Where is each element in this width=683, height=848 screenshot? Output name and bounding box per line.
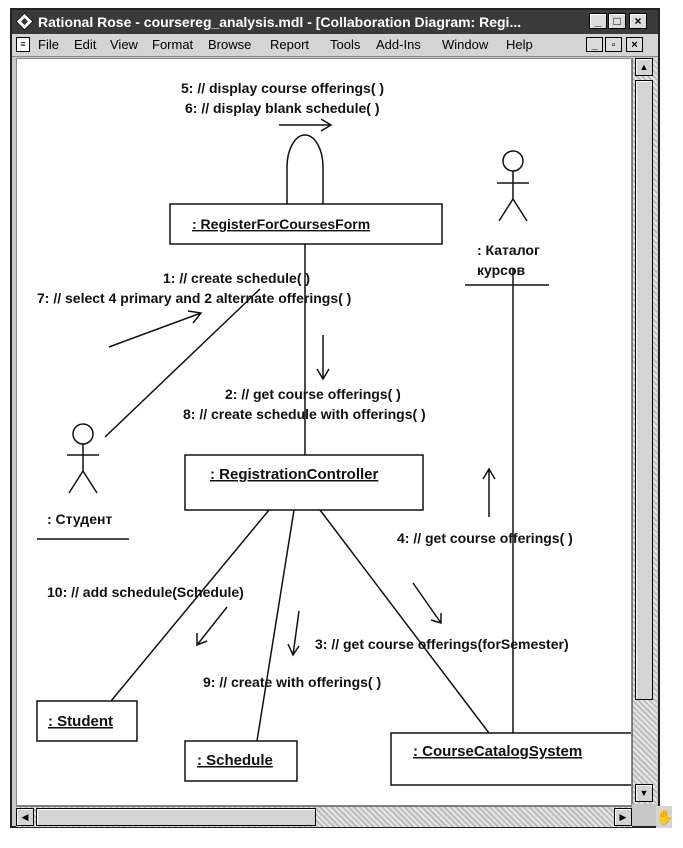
menu-report[interactable]: Report [270, 37, 310, 52]
schedule-box[interactable] [184, 740, 298, 782]
course-catalog-system-box[interactable] [390, 732, 631, 786]
diagram-canvas[interactable]: : RegisterForCoursesForm : RegistrationC… [16, 58, 632, 806]
document-icon[interactable]: ≡ [16, 37, 30, 52]
close-button[interactable]: × [629, 13, 647, 29]
message-5: 5: // display course offerings( ) [181, 80, 384, 96]
arrow-down-left-icon [196, 606, 228, 647]
menu-bar: ≡ File Edit View Format Browse Report To… [12, 34, 658, 57]
message-3: 3: // get course offerings(forSemester) [315, 636, 569, 652]
arrow-down-icon [287, 610, 300, 657]
catalog-actor-label: : Каталог [477, 242, 540, 258]
student-box[interactable] [36, 700, 138, 742]
message-7: 7: // select 4 primary and 2 alternate o… [37, 290, 351, 306]
registration-controller-label: : RegistrationController [210, 466, 379, 483]
vertical-scrollbar[interactable]: ▲ ▼ [632, 58, 657, 804]
course-catalog-system-label: : CourseCatalogSystem [413, 743, 582, 760]
horizontal-scroll-thumb[interactable] [36, 808, 316, 826]
mdi-close-button[interactable]: × [626, 37, 643, 52]
window-title: Rational Rose - coursereg_analysis.mdl -… [38, 14, 522, 30]
vertical-scroll-thumb[interactable] [635, 80, 653, 700]
message-6: 6: // display blank schedule( ) [185, 100, 380, 116]
mdi-minimize-button[interactable]: _ [586, 37, 603, 52]
student-actor-label: : Студент [47, 511, 112, 527]
message-9: 9: // create with offerings( ) [203, 674, 381, 690]
menu-tools[interactable]: Tools [330, 37, 361, 52]
menu-window[interactable]: Window [442, 37, 489, 52]
pan-hand-icon[interactable]: ✋ [656, 806, 673, 828]
registration-controller-box[interactable] [184, 454, 424, 511]
arrow-right-icon [279, 118, 333, 132]
link-controller-student[interactable] [110, 509, 270, 702]
self-link-loop[interactable] [286, 134, 324, 204]
menu-edit[interactable]: Edit [74, 37, 97, 52]
message-8: 8: // create schedule with offerings( ) [183, 406, 426, 422]
scroll-right-button[interactable]: ▶ [614, 808, 632, 826]
menu-help[interactable]: Help [506, 37, 533, 52]
student-actor-icon[interactable] [67, 423, 99, 494]
menu-file[interactable]: File [38, 37, 59, 52]
scroll-down-button[interactable]: ▼ [635, 784, 653, 802]
arrow-up-icon [482, 467, 496, 517]
arrow-up-right-icon [108, 310, 203, 348]
scroll-up-button[interactable]: ▲ [635, 58, 653, 76]
message-2: 2: // get course offerings( ) [225, 386, 401, 402]
register-form-box[interactable] [169, 203, 443, 245]
menu-view[interactable]: View [110, 37, 138, 52]
schedule-label: : Schedule [197, 752, 273, 769]
arrow-down-icon [316, 335, 330, 381]
menu-format[interactable]: Format [152, 37, 194, 52]
link-controller-schedule[interactable] [256, 509, 295, 742]
minimize-button[interactable]: _ [589, 13, 607, 29]
title-bar[interactable]: Rational Rose - coursereg_analysis.mdl -… [12, 10, 658, 34]
message-4: 4: // get course offerings( ) [397, 530, 573, 546]
link-student-actor-form[interactable] [104, 288, 261, 438]
message-1: 1: // create schedule( ) [163, 270, 310, 286]
application-window: Rational Rose - coursereg_analysis.mdl -… [10, 8, 673, 828]
menu-add-ins[interactable]: Add-Ins [376, 37, 421, 52]
maximize-button[interactable]: □ [608, 13, 626, 29]
register-form-label: : RegisterForCoursesForm [192, 216, 370, 232]
scroll-left-button[interactable]: ◀ [16, 808, 34, 826]
link-controller-catalog[interactable] [319, 509, 490, 734]
menu-browse[interactable]: Browse [208, 37, 252, 52]
collaboration-diagram: : RegisterForCoursesForm : RegistrationC… [36, 80, 631, 786]
mdi-restore-button[interactable]: ▫ [605, 37, 622, 52]
catalog-actor-icon[interactable] [497, 150, 529, 222]
arrow-down-right-icon [412, 582, 442, 625]
message-10: 10: // add schedule(Schedule) [47, 584, 244, 600]
student-label: : Student [48, 713, 113, 730]
horizontal-scrollbar[interactable]: ◀ ▶ [16, 806, 632, 827]
catalog-actor-label-line2: курсов [477, 262, 525, 278]
rational-rose-icon[interactable] [15, 12, 34, 31]
